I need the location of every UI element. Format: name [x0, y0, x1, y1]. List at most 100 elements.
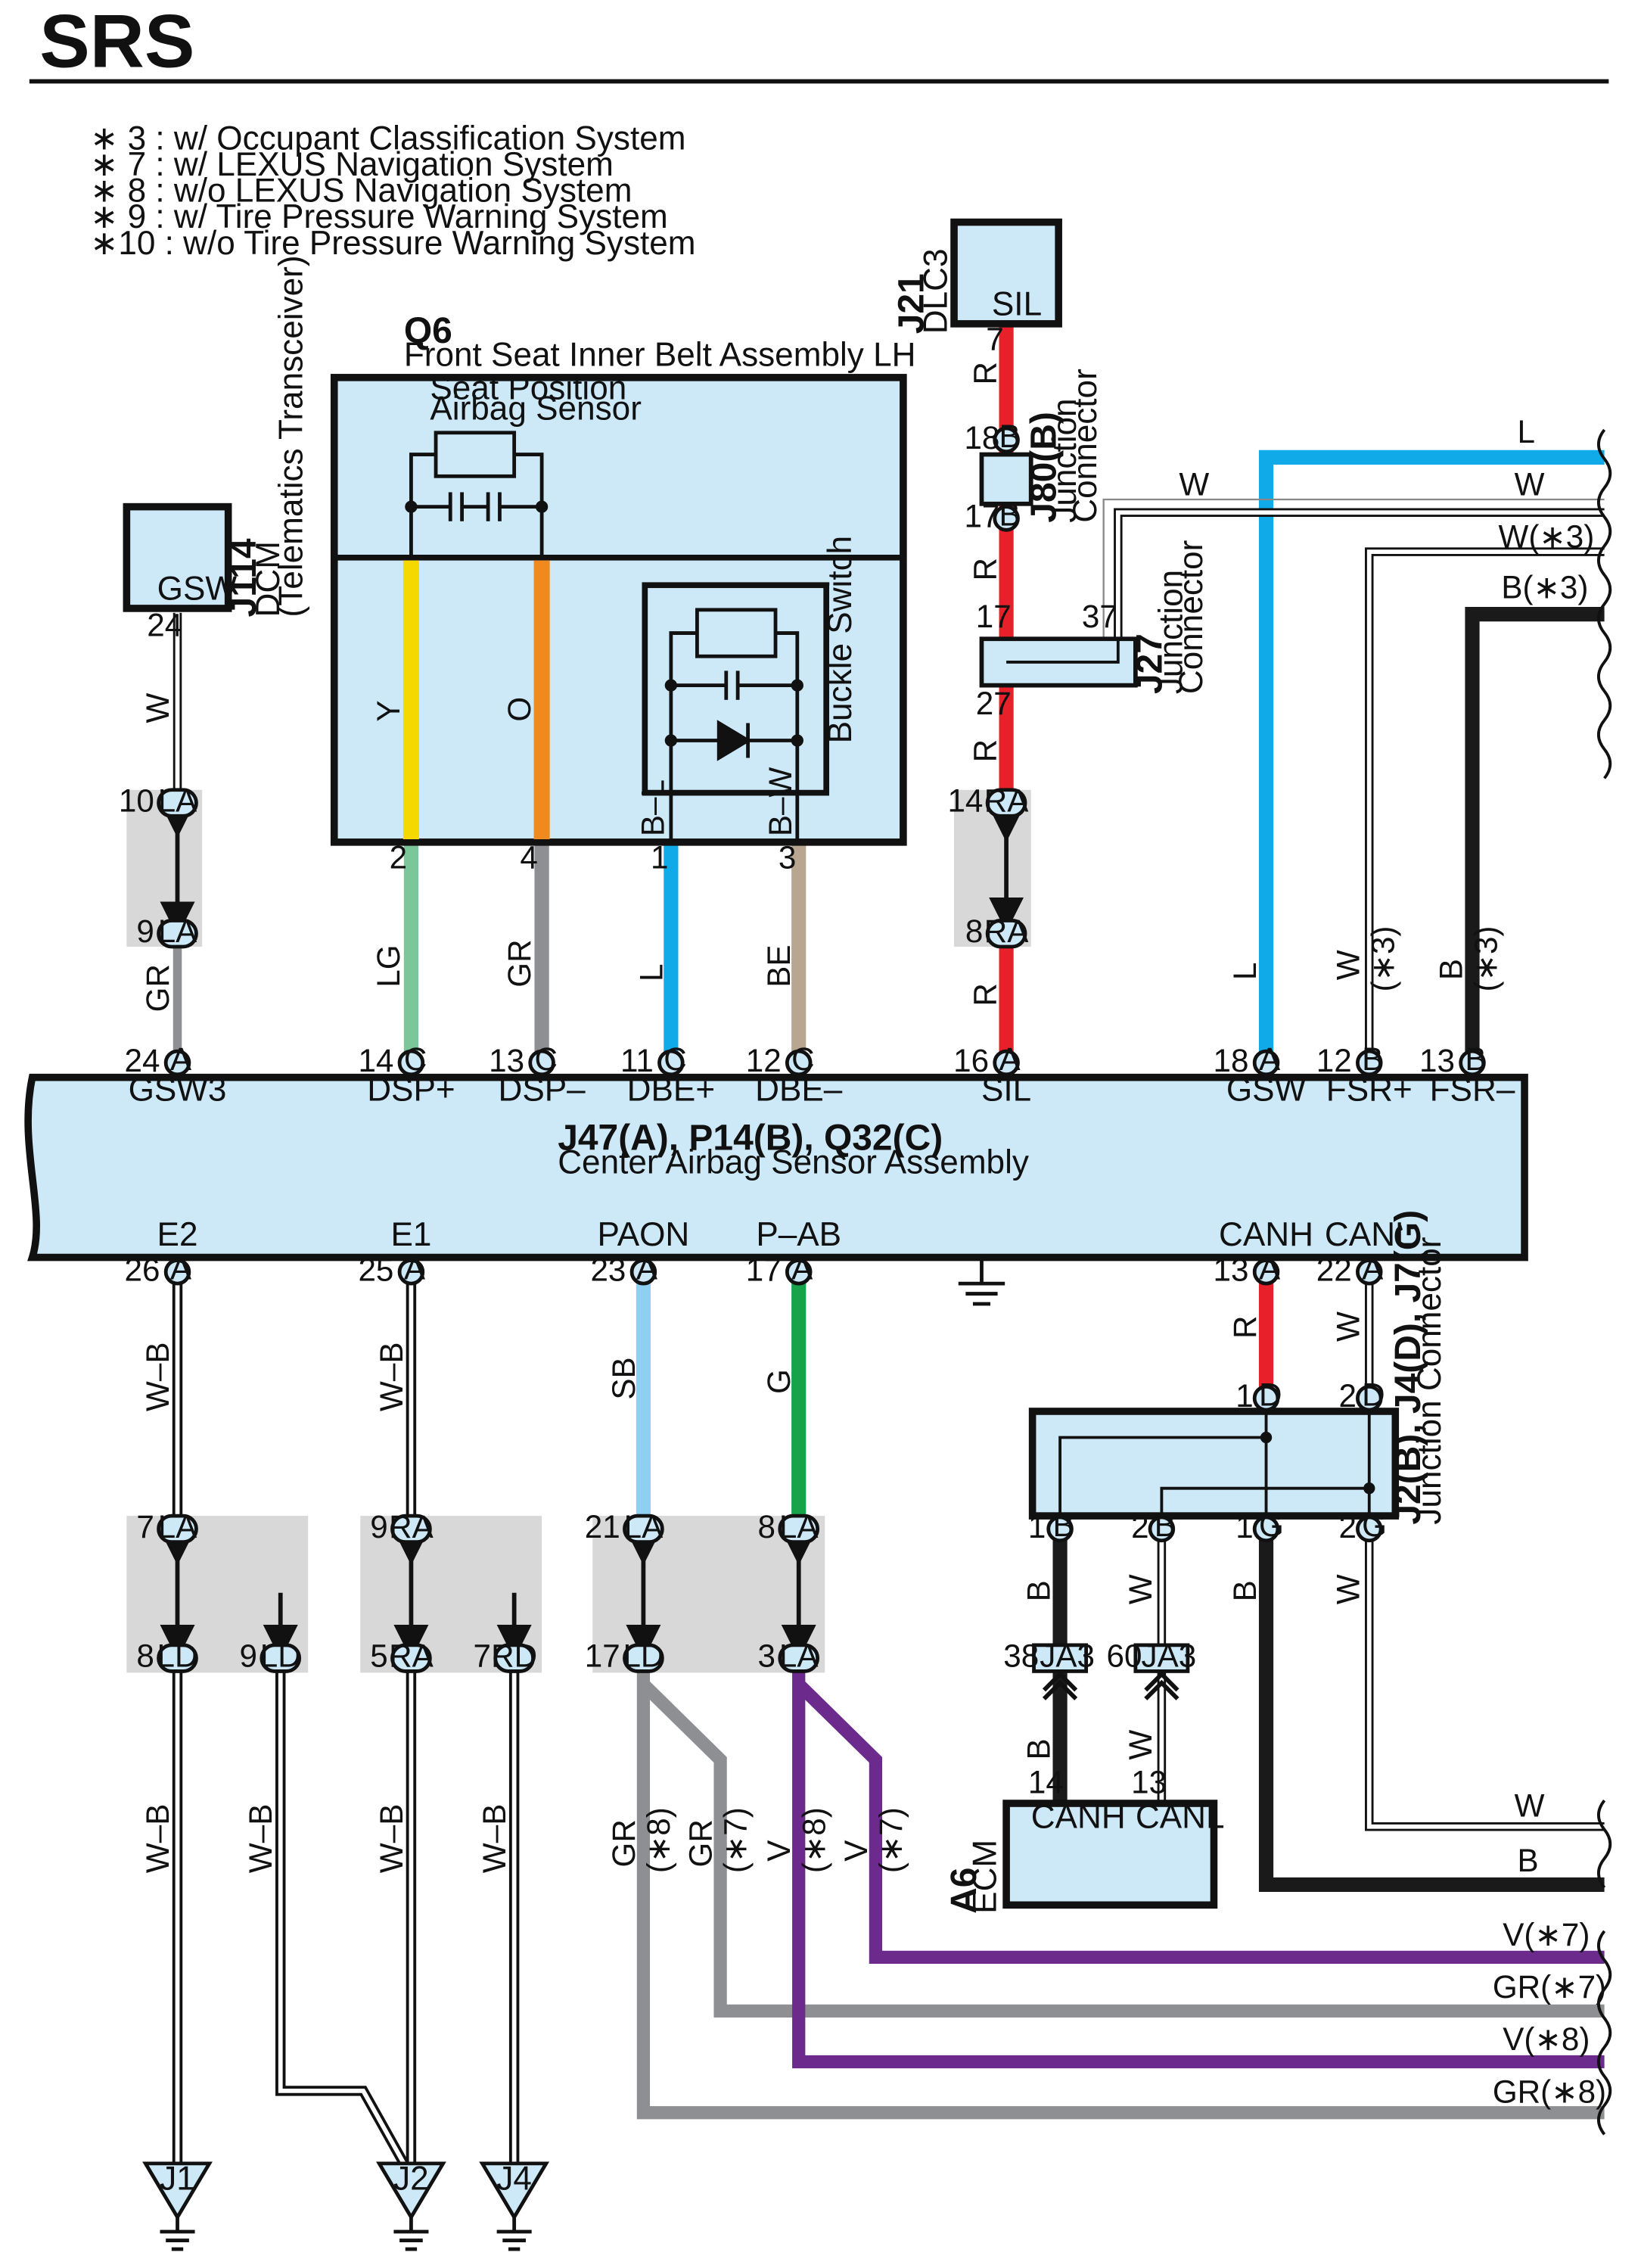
center-bottom-terminal-3-name: P–AB — [756, 1216, 841, 1253]
inline-connector-2-label-1: LD — [157, 1638, 198, 1674]
center-bottom-terminal-3: A 17P–AB — [746, 1216, 841, 1287]
seat-position-sensor-symbol — [405, 431, 549, 559]
pin-j114-24: 24 — [147, 607, 182, 642]
center-top-terminal-2-conn: C — [535, 1041, 558, 1077]
pin-j2-b2: 2 — [1131, 1509, 1148, 1545]
j114-name: DCM — [250, 541, 287, 617]
center-top-terminal-5-pin: 16 — [953, 1043, 989, 1078]
wire-label-q6-o: O — [502, 697, 537, 722]
buckle-switch-box — [642, 582, 830, 796]
pin-j2-d2: 2 — [1338, 1378, 1356, 1414]
page-title: SRS — [39, 0, 194, 83]
ecm-canh-label: CANH — [1031, 1799, 1126, 1836]
center-top-terminal-0-name: GSW3 — [129, 1071, 227, 1108]
inline-connector-1-num-1: 8 — [965, 913, 983, 949]
j114-terminal: GSW — [157, 570, 238, 607]
inline-connector-4-num-1: 17 — [585, 1638, 620, 1674]
pin-j27-37: 37 — [1082, 599, 1117, 634]
note-7: ∗ 7 : w/ LEXUS Navigation System — [90, 146, 614, 183]
pin-q6-4: 4 — [520, 839, 537, 875]
wire-label-gsw-main: L — [1227, 963, 1263, 980]
center-bottom-terminal-4-conn: A — [1259, 1250, 1281, 1286]
buckle-switch-label: Buckle Switch — [822, 536, 859, 744]
inline-connector-2-pin-0: LA7 — [136, 1509, 198, 1545]
center-bottom-terminal-4-pin: 13 — [1214, 1252, 1249, 1287]
center-bottom-terminal-2-conn: A — [636, 1250, 658, 1286]
inline-connector-5-num-1: 3 — [758, 1638, 775, 1674]
j2-pin-d2: D — [1356, 1377, 1385, 1412]
wire-label-v-8: V — [761, 1840, 797, 1862]
wire-label-bot-gr8: GR(∗8) — [1493, 2074, 1606, 2109]
j2-code: J2(B), J4(D), J7(G) — [1388, 1210, 1428, 1525]
center-top-terminal-7-name: FSR+ — [1326, 1071, 1413, 1108]
pin-j21-7: 7 — [986, 321, 1003, 356]
wire-j2-g2-w — [1365, 1535, 1605, 1831]
inline-connector-1-pin-1: RA8 — [965, 913, 1029, 949]
pin-ecm-14: 14 — [1028, 1765, 1064, 1800]
center-bottom-terminal-3-pin: 17 — [746, 1252, 782, 1287]
j27-name-2: Connector — [1173, 540, 1210, 695]
a6-code: A6 — [944, 1868, 984, 1914]
wire-gr8 — [636, 1669, 1605, 2120]
wire-label-e2: W–B — [140, 1342, 176, 1411]
svg-text:G: G — [1259, 1507, 1284, 1543]
wire-label-right-w3: W(∗3) — [1499, 518, 1595, 554]
j80-box — [979, 452, 1033, 506]
j2-junction-box — [1028, 1408, 1400, 1520]
wire-label-fsr-plus: W — [1330, 950, 1366, 980]
center-top-terminal-7-conn: B — [1362, 1041, 1383, 1077]
inline-connector-3-pin-1: RA5 — [370, 1638, 434, 1674]
wire-label-dbe-plus: L — [633, 964, 669, 982]
pin-q6-3: 3 — [779, 839, 796, 875]
pin-j2-g1: 1 — [1235, 1509, 1253, 1545]
wire-label-right-l: L — [1517, 414, 1534, 450]
ground-j4: J4 — [479, 2160, 550, 2251]
center-bottom-terminal-0-name: E2 — [157, 1216, 198, 1253]
pin-q6-2: 2 — [390, 839, 407, 875]
wire-label-ecm-w: W — [1123, 1729, 1158, 1759]
center-top-terminal-8-conn: B — [1465, 1041, 1486, 1077]
q6-code: Q6 — [404, 311, 452, 351]
center-bottom-terminal-0-pin: 26 — [125, 1252, 160, 1287]
center-top-terminal-1-pin: 14 — [358, 1043, 393, 1078]
pin-ecm-13: 13 — [1131, 1765, 1167, 1800]
inline-connector-0-label-1: LA — [158, 913, 197, 949]
center-top-terminal-2-pin: 13 — [489, 1043, 524, 1078]
center-bottom-terminal-0-conn: A — [170, 1250, 192, 1286]
wire-label-e1: W–B — [374, 1342, 409, 1411]
wire-label-q6-bw: B–W — [763, 767, 798, 837]
wire-label-gr-7: GR — [683, 1819, 719, 1867]
j21-name: DLC3 — [917, 249, 954, 334]
wire-label-dsp-minus: GR — [502, 939, 537, 987]
wire-break-marks-bottom — [1597, 1799, 1612, 2136]
center-bottom-terminal-2-pin: 23 — [590, 1252, 626, 1287]
wire-label-sil-1: R — [968, 362, 1003, 384]
inline-connector-2-label-0: LA — [158, 1509, 197, 1545]
wire-label-j2-b1: B — [1021, 1580, 1057, 1601]
svg-text:B: B — [1052, 1507, 1074, 1543]
center-bottom-terminal-5-pin: 22 — [1316, 1252, 1352, 1287]
ground-symbol-center — [958, 1257, 1005, 1306]
wire-label-v-8-star: (∗8) — [796, 1807, 831, 1873]
center-top-terminal-4-name: DBE– — [755, 1071, 843, 1108]
center-bottom-terminal-3-conn: A — [791, 1250, 813, 1286]
j21-dlc3-box — [950, 218, 1062, 328]
q6-box — [330, 374, 907, 846]
j80-name-2: Connector — [1067, 369, 1104, 523]
wire-v7 — [794, 1679, 1605, 1965]
center-top-terminal-5-name: SIL — [981, 1071, 1031, 1108]
wire-label-pab: G — [761, 1369, 797, 1394]
wire-label-dbe-minus: BE — [761, 944, 797, 987]
center-top-terminal-3-pin: 11 — [620, 1043, 654, 1078]
wire-label-j2-b2: W — [1123, 1574, 1158, 1604]
